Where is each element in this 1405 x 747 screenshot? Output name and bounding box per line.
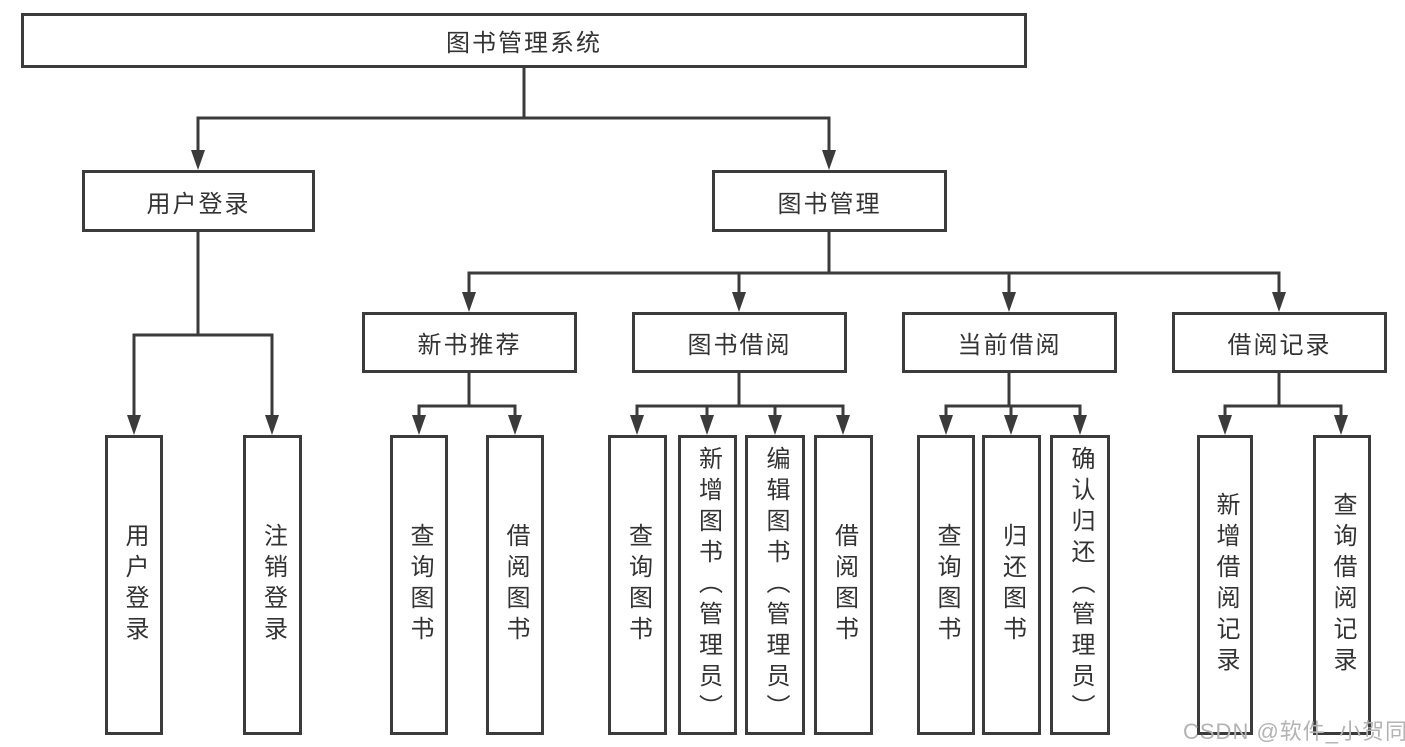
arrowhead-icons [127,150,1348,435]
leaf-add-borrow-record: 新增借阅记录 [1197,435,1253,735]
leaf-return-books: 归还图书 [982,435,1041,735]
leaf-borrow-books: 借阅图书 [814,435,873,735]
node-book-borrowing: 图书借阅 [632,312,847,373]
leaf-confirm-return-admin: 确认归还（管理员） [1050,435,1110,735]
leaf-logout: 注销登录 [243,435,302,735]
leaf-user-login: 用户登录 [105,435,163,735]
node-library-management-system: 图书管理系统 [21,13,1027,68]
node-book-management: 图书管理 [712,170,947,232]
node-user-login: 用户登录 [82,170,315,232]
leaf-search-books-borrowing: 查询图书 [608,435,667,735]
leaf-borrow-books-recommend: 借阅图书 [486,435,544,735]
leaf-search-borrow-record: 查询借阅记录 [1313,435,1371,735]
node-new-book-recommendation: 新书推荐 [362,312,577,373]
node-current-borrowing: 当前借阅 [902,312,1117,373]
node-borrowing-records: 借阅记录 [1172,312,1387,373]
csdn-watermark: CSDN @软件_小贺同学 [1183,719,1405,744]
leaf-edit-book-admin: 编辑图书（管理员） [745,435,805,735]
leaf-add-book-admin: 新增图书（管理员） [678,435,737,735]
leaf-search-books-recommend: 查询图书 [390,435,448,735]
leaf-search-books-current: 查询图书 [917,435,975,735]
